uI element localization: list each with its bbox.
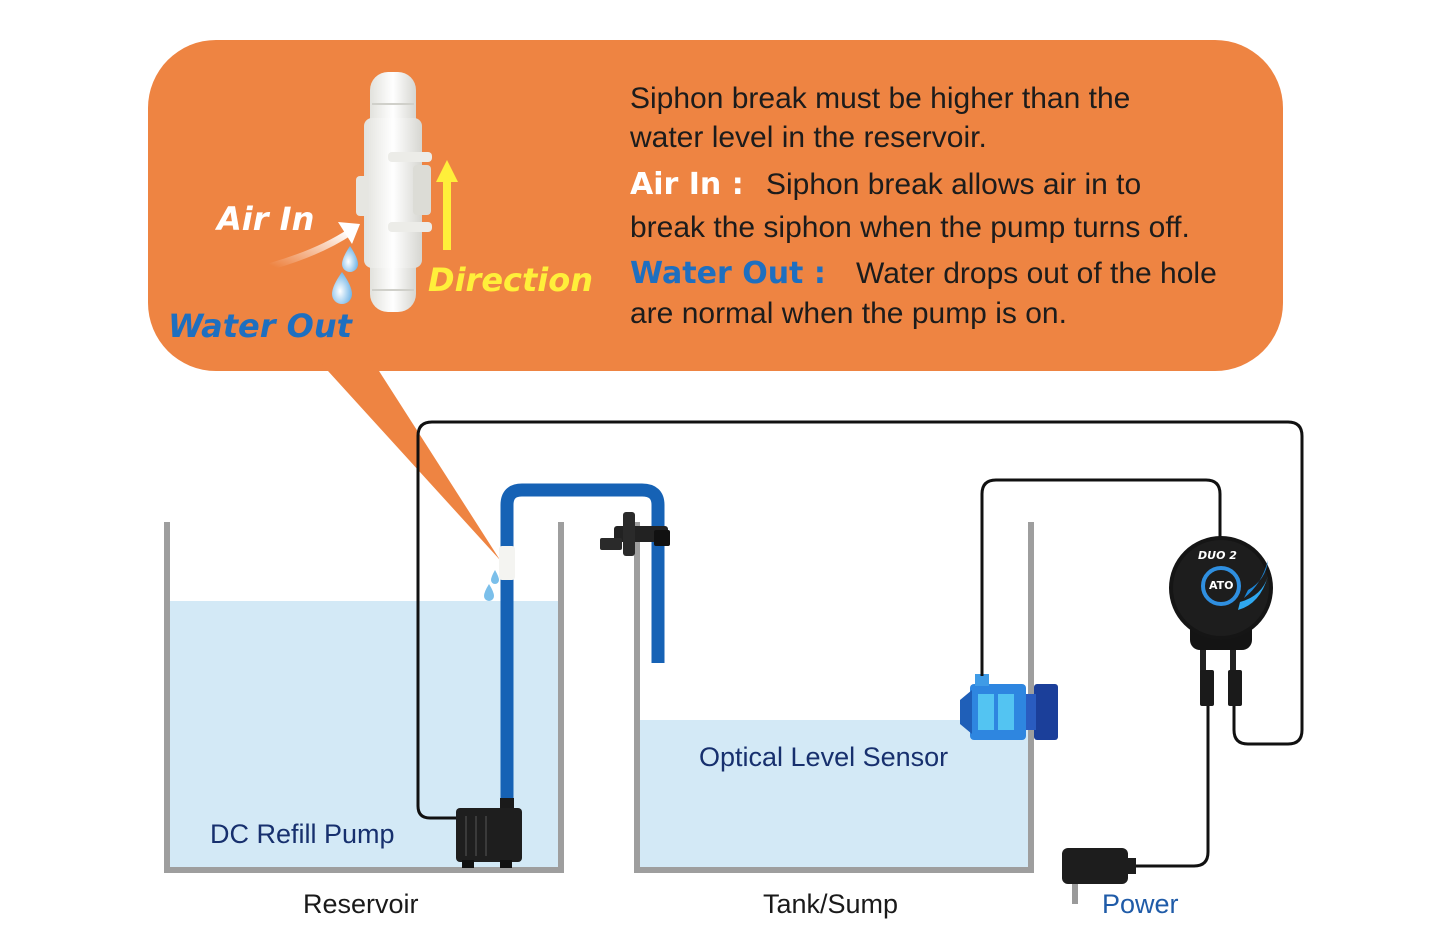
pump-cable [416, 420, 1304, 820]
air-in-arrow [268, 228, 354, 270]
callout-line-2: water level in the reservoir. [630, 121, 987, 154]
air-in-text-2: break the siphon when the pump turns off… [630, 211, 1190, 244]
callout-line-1: Siphon break must be higher than the [630, 82, 1131, 115]
reservoir-label: Reservoir [303, 889, 419, 919]
water-drop-icon [342, 246, 358, 272]
refill-tube [500, 483, 665, 805]
pump-label: DC Refill Pump [210, 819, 395, 849]
water-drop-icon [332, 272, 352, 304]
water-drop-icon [484, 584, 494, 601]
callout-bubble [148, 40, 1283, 560]
ato-controller [1169, 536, 1273, 706]
water-out-keyword: Water Out : [630, 256, 826, 291]
air-in-text-1: Siphon break allows air in to [766, 168, 1142, 201]
air-in-tag: Air In [217, 200, 315, 238]
power-adapter [1062, 848, 1136, 904]
sensor-label: Optical Level Sensor [699, 742, 949, 772]
controller-badge: ATO [1209, 579, 1234, 592]
power-cable [1130, 706, 1210, 868]
power-label: Power [1102, 889, 1179, 919]
siphon-break-fitting [499, 546, 515, 580]
controller-brand: DUO 2 [1198, 549, 1237, 562]
direction-arrow [436, 160, 458, 250]
siphon-break-illustration [356, 72, 432, 312]
water-out-text-1: Water drops out of the hole [856, 257, 1217, 290]
direction-tag: Direction [428, 261, 594, 299]
tube-holder-clip [600, 512, 670, 556]
water-out-text-2: are normal when the pump is on. [630, 297, 1067, 330]
tank-label: Tank/Sump [763, 889, 899, 919]
air-in-keyword: Air In : [630, 167, 744, 202]
tank-water [640, 720, 1030, 867]
air-in-arrowhead [338, 222, 360, 244]
sensor-cable [980, 478, 1222, 676]
dc-refill-pump [456, 798, 522, 868]
water-out-tag: Water Out [168, 307, 352, 345]
optical-level-sensor [960, 674, 1058, 740]
reservoir-tank [164, 522, 564, 873]
water-drop-icon [491, 570, 499, 584]
